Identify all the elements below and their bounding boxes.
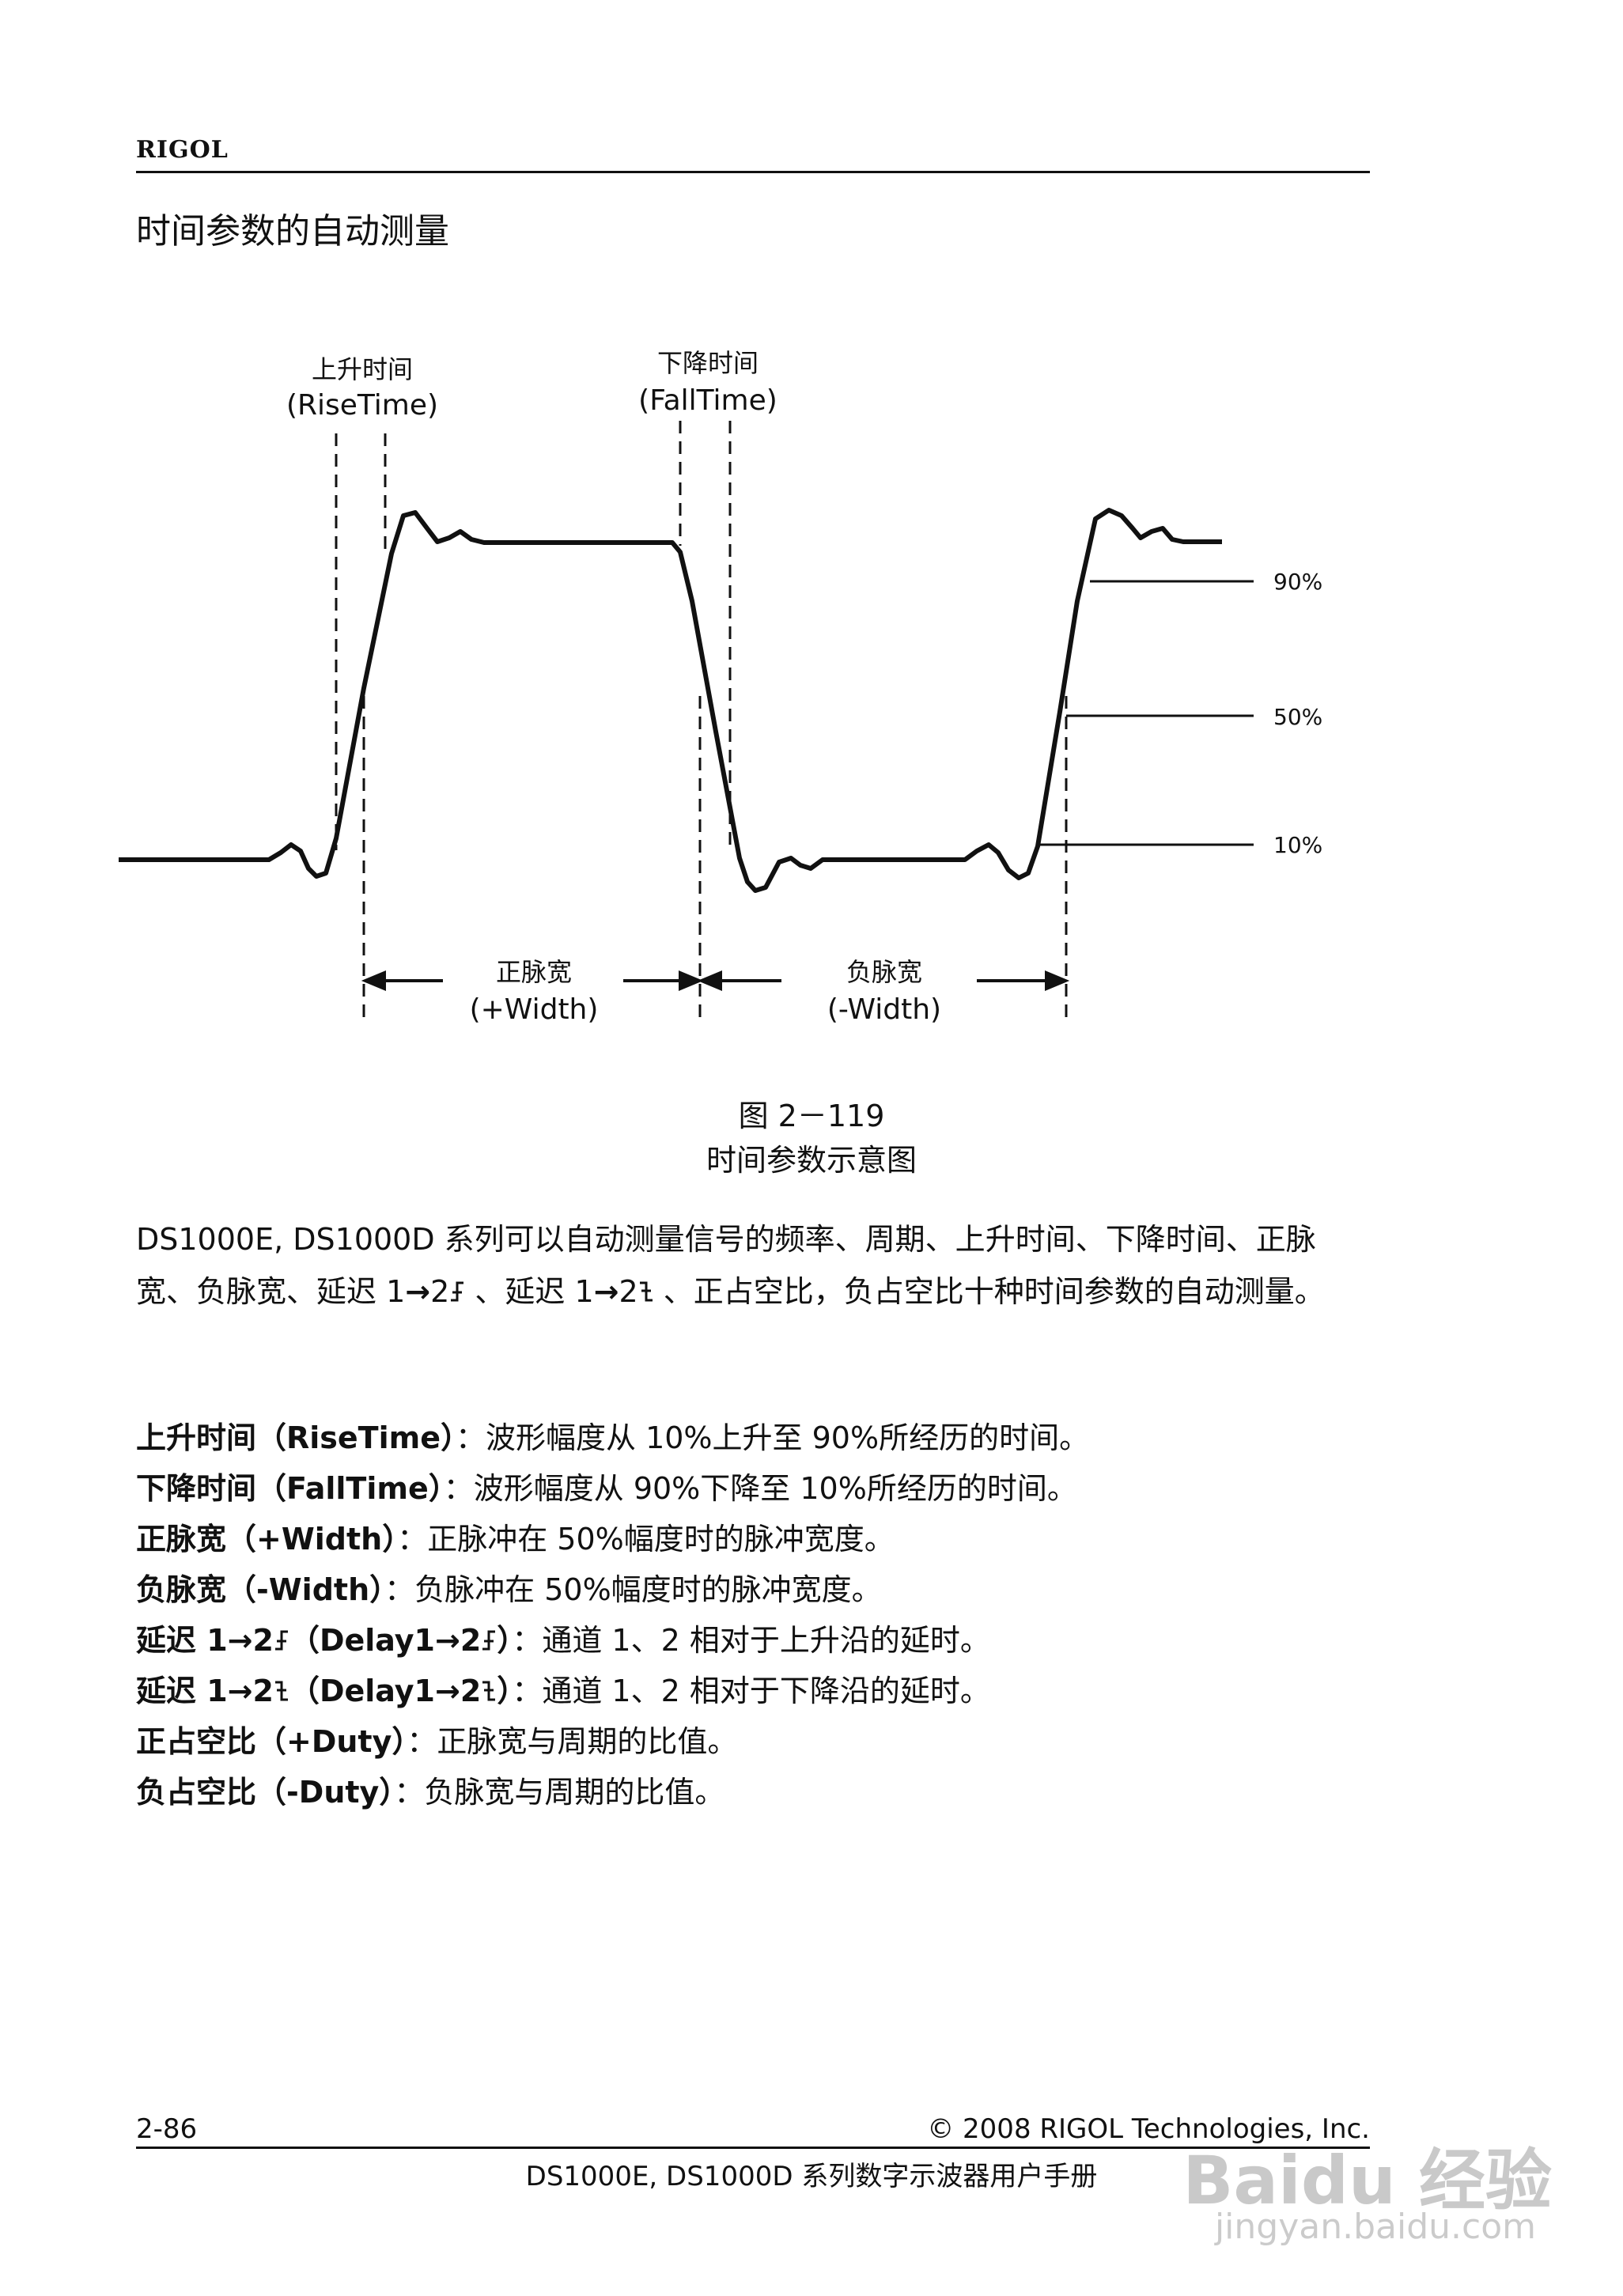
fall-time-label: 下降时间 [657, 348, 759, 378]
header-rule [136, 171, 1370, 173]
definition-row: 负占空比（-Duty）：负脉宽与周期的比值。 [136, 1775, 725, 1810]
falling-edge-icon [481, 1679, 497, 1703]
definition-row-delay-rise: 延迟 1→2（Delay1→2）：通道 1、2 相对于上升沿的延时。 [136, 1623, 990, 1658]
pos-width-left-arrowhead [361, 970, 386, 991]
brand-logo-text: RIGOL [136, 136, 229, 164]
watermark-url: jingyan.baidu.com [1214, 2207, 1536, 2247]
figure-caption: 时间参数示意图 [706, 1143, 917, 1178]
level-10-label: 10% [1273, 832, 1322, 858]
definition-row: 上升时间（RiseTime）：波形幅度从 10%上升至 90%所经历的时间。 [136, 1420, 1090, 1455]
neg-width-label-en: (-Width) [827, 993, 941, 1026]
rise-time-label-en: (RiseTime) [286, 389, 438, 422]
definition-row: 正脉宽（+Width）：正脉冲在 50%幅度时的脉冲宽度。 [136, 1522, 895, 1557]
neg-width-left-arrowhead [697, 970, 722, 991]
pos-width-label: 正脉宽 [496, 957, 572, 987]
channel-number: 2 [430, 1274, 450, 1309]
fall-time-label-en: (FallTime) [638, 384, 777, 417]
neg-width-right-arrowhead [1045, 970, 1070, 991]
intro-paragraph: DS1000E, DS1000D 系列可以自动测量信号的频率、周期、上升时间、下… [136, 1213, 1370, 1318]
falling-edge-icon [274, 1679, 289, 1703]
intro-text-1: DS1000E, DS1000D 系列可以自动测量信号的频率、周期、上升时间、下… [136, 1222, 1316, 1309]
footer-rule [136, 2147, 1370, 2149]
arrow-glyph: → [593, 1274, 619, 1309]
level-90-label: 90% [1273, 569, 1322, 595]
rise-time-label: 上升时间 [312, 354, 413, 384]
figure-number: 图 2－119 [738, 1099, 885, 1133]
level-50-label: 50% [1273, 704, 1322, 730]
rising-edge-icon [449, 1280, 465, 1303]
rising-edge-icon [274, 1628, 289, 1652]
section-title: 时间参数的自动测量 [136, 211, 449, 252]
channel-number: 2 [619, 1274, 638, 1309]
neg-width-label: 负脉宽 [846, 957, 922, 987]
copyright-text: © 2008 RIGOL Technologies, Inc. [927, 2113, 1370, 2145]
intro-text-2: 、延迟 1 [465, 1274, 594, 1309]
arrow-glyph: → [405, 1274, 431, 1309]
definition-row: 负脉宽（-Width）：负脉冲在 50%幅度时的脉冲宽度。 [136, 1572, 882, 1607]
falling-edge-icon [638, 1280, 654, 1303]
timing-diagram: 上升时间 (RiseTime) 下降时间 (FallTime) 90% 50% … [119, 348, 1322, 1026]
definition-row-delay-fall: 延迟 1→2（Delay1→2）：通道 1、2 相对于下降沿的延时。 [136, 1674, 990, 1708]
page-number: 2-86 [136, 2113, 198, 2145]
definitions-list: 上升时间（RiseTime）：波形幅度从 10%上升至 90%所经历的时间。 下… [136, 1413, 1370, 1818]
intro-text-3: 、正占空比，负占空比十种时间参数的自动测量。 [653, 1274, 1325, 1309]
pos-width-right-arrowhead [679, 970, 704, 991]
definition-row: 下降时间（FallTime）：波形幅度从 90%下降至 10%所经历的时间。 [136, 1471, 1077, 1506]
watermark-logo: Baidu 经验 [1182, 2142, 1552, 2219]
manual-title: DS1000E, DS1000D 系列数字示波器用户手册 [525, 2161, 1098, 2192]
rising-edge-icon [481, 1628, 497, 1652]
waveform-trace [119, 508, 1222, 893]
pos-width-label-en: (+Width) [470, 993, 599, 1026]
definition-row: 正占空比（+Duty）：正脉宽与周期的比值。 [136, 1724, 738, 1759]
